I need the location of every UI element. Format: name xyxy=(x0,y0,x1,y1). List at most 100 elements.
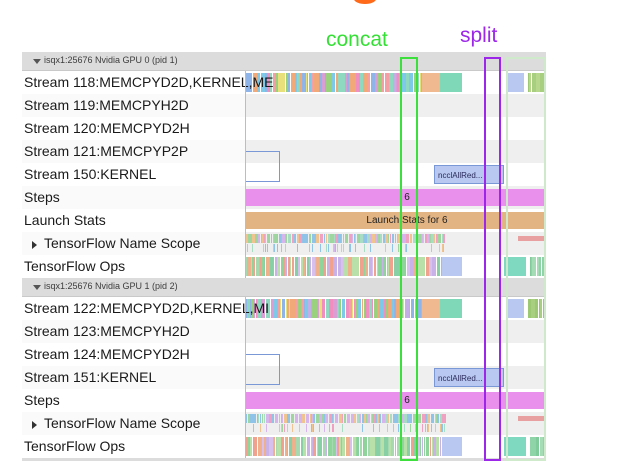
trace-event[interactable] xyxy=(313,424,314,432)
trace-event[interactable] xyxy=(346,299,349,318)
trace-event[interactable] xyxy=(258,234,260,243)
trace-event[interactable] xyxy=(353,437,356,456)
trace-lane[interactable]: Launch Stats for 6 xyxy=(246,211,546,230)
trace-event[interactable] xyxy=(318,437,322,456)
trace-event[interactable] xyxy=(302,234,305,243)
trace-event[interactable] xyxy=(539,257,541,276)
trace-event[interactable] xyxy=(337,234,338,243)
trace-event[interactable] xyxy=(271,234,272,243)
trace-event[interactable] xyxy=(528,299,529,318)
trace-event[interactable] xyxy=(431,234,434,243)
trace-lane[interactable] xyxy=(246,142,546,161)
trace-event[interactable] xyxy=(357,234,360,243)
trace-event[interactable] xyxy=(259,257,260,276)
trace-event[interactable] xyxy=(338,234,341,243)
trace-event[interactable] xyxy=(337,244,338,252)
trace-event[interactable] xyxy=(270,257,273,276)
trace-event[interactable] xyxy=(372,234,375,243)
trace-event[interactable] xyxy=(277,437,281,456)
trace-event[interactable] xyxy=(292,437,296,456)
trace-event[interactable] xyxy=(339,299,341,318)
trace-event[interactable] xyxy=(316,257,320,276)
trace-event[interactable] xyxy=(260,424,261,432)
trace-event[interactable] xyxy=(422,414,425,423)
trace-event[interactable] xyxy=(365,257,368,276)
trace-event[interactable] xyxy=(372,299,373,318)
trace-event[interactable] xyxy=(302,414,305,423)
trace-event[interactable] xyxy=(308,299,311,318)
trace-event[interactable] xyxy=(395,437,396,456)
trace-event[interactable] xyxy=(426,437,428,456)
trace-event[interactable] xyxy=(328,244,329,252)
trace-event[interactable] xyxy=(388,234,389,243)
trace-event[interactable] xyxy=(317,299,319,318)
trace-event[interactable] xyxy=(341,414,342,423)
trace-event[interactable] xyxy=(536,437,539,456)
trace-event[interactable] xyxy=(250,414,253,423)
trace-timeline-panel[interactable]: isqx1:25676 Nvidia GPU 0 (pid 1) Stream 1… xyxy=(22,52,546,461)
group-header-0[interactable]: isqx1:25676 Nvidia GPU 0 (pid 1) xyxy=(22,52,546,71)
trace-event[interactable] xyxy=(535,299,537,318)
trace-event[interactable] xyxy=(281,424,282,432)
trace-event[interactable] xyxy=(254,437,257,456)
trace-event[interactable] xyxy=(382,257,383,276)
trace-event[interactable] xyxy=(329,73,331,92)
trace-event[interactable] xyxy=(360,437,362,456)
trace-event[interactable] xyxy=(396,73,397,92)
trace-event[interactable] xyxy=(254,257,255,276)
trace-event[interactable] xyxy=(272,414,274,423)
trace-event[interactable] xyxy=(266,424,267,432)
trace-event[interactable] xyxy=(301,299,304,318)
trace-event[interactable] xyxy=(251,73,252,92)
trace-event[interactable] xyxy=(285,437,287,456)
trace-event[interactable] xyxy=(246,414,247,423)
trace-event[interactable] xyxy=(247,234,248,243)
trace-event[interactable] xyxy=(375,414,376,423)
trace-row[interactable]: Stream 119:MEMCPYH2D xyxy=(22,94,546,117)
trace-event[interactable] xyxy=(407,414,410,423)
trace-event[interactable] xyxy=(531,437,532,456)
trace-event[interactable] xyxy=(334,244,335,252)
trace-event[interactable] xyxy=(427,424,428,432)
trace-event[interactable] xyxy=(285,257,287,276)
trace-event[interactable] xyxy=(316,414,319,423)
trace-event[interactable] xyxy=(311,414,312,423)
summary-band[interactable]: 6 xyxy=(246,392,546,409)
trace-event[interactable] xyxy=(262,437,264,456)
trace-event[interactable] xyxy=(410,257,414,276)
trace-event[interactable] xyxy=(393,424,394,432)
trace-event[interactable] xyxy=(335,244,336,252)
trace-event[interactable] xyxy=(332,424,333,432)
trace-event[interactable] xyxy=(261,299,265,318)
trace-event[interactable] xyxy=(287,424,288,432)
trace-event[interactable] xyxy=(417,299,421,318)
trace-event[interactable] xyxy=(407,437,410,456)
trace-event[interactable] xyxy=(378,73,382,92)
trace-event[interactable] xyxy=(344,73,345,92)
trace-event[interactable] xyxy=(422,424,423,432)
trace-event[interactable] xyxy=(435,424,436,432)
trace-event[interactable] xyxy=(284,257,285,276)
trace-event[interactable] xyxy=(410,414,412,423)
trace-event[interactable] xyxy=(292,257,294,276)
trace-event[interactable] xyxy=(256,299,257,318)
trace-event[interactable] xyxy=(428,424,429,432)
trace-event[interactable] xyxy=(297,73,300,92)
trace-event[interactable] xyxy=(257,299,258,318)
trace-event[interactable] xyxy=(357,414,359,423)
trace-event[interactable] xyxy=(528,73,529,92)
trace-event[interactable] xyxy=(289,437,292,456)
trace-event[interactable] xyxy=(363,437,364,456)
trace-event[interactable] xyxy=(351,414,354,423)
trace-event[interactable] xyxy=(398,244,399,252)
trace-event[interactable] xyxy=(425,234,427,243)
trace-event[interactable] xyxy=(420,437,421,456)
trace-event[interactable] xyxy=(341,244,342,252)
trace-lane[interactable]: 6 xyxy=(246,391,546,410)
trace-event[interactable] xyxy=(319,414,322,423)
trace-event[interactable] xyxy=(418,414,421,423)
group-header-1[interactable]: isqx1:25676 Nvidia GPU 1 (pid 2) xyxy=(22,278,546,297)
trace-event[interactable] xyxy=(379,424,380,432)
trace-event[interactable] xyxy=(425,414,427,423)
trace-event[interactable] xyxy=(297,244,298,252)
